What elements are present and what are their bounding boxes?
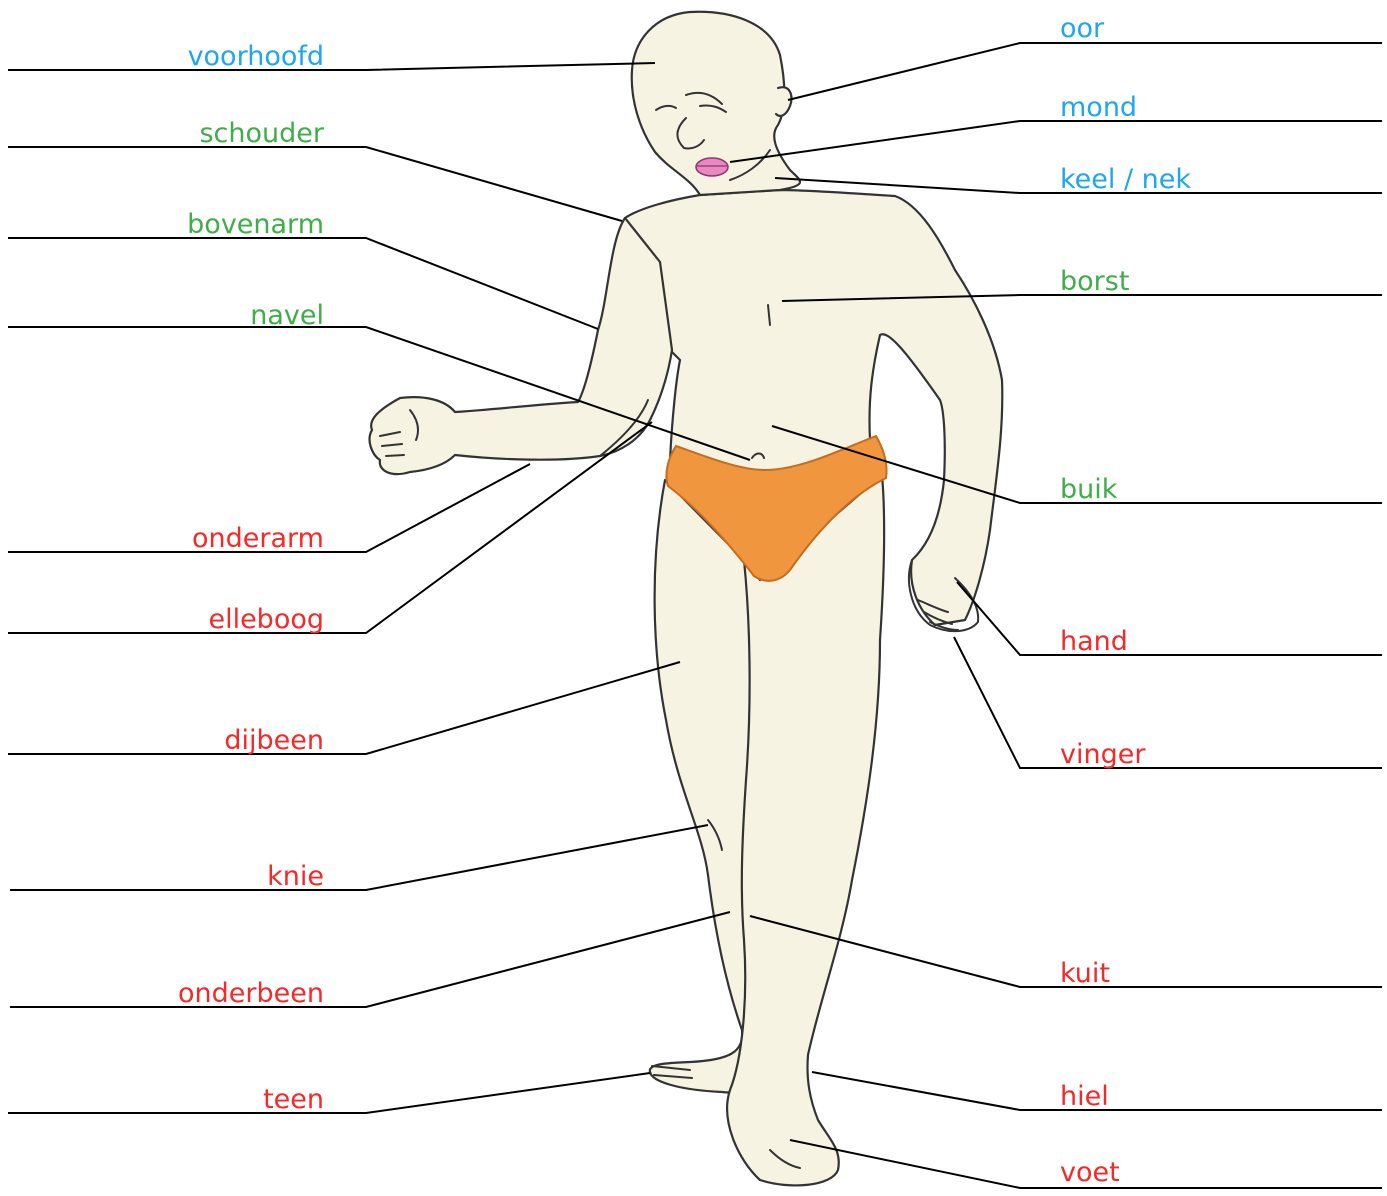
lips <box>696 158 728 176</box>
label-vinger: vinger <box>1060 740 1145 770</box>
label-borst: borst <box>1060 267 1129 297</box>
label-kuit: kuit <box>1060 959 1110 989</box>
label-hiel: hiel <box>1060 1082 1109 1112</box>
label-onderarm: onderarm <box>4 524 324 554</box>
human-figure <box>370 12 1003 1186</box>
label-bovenarm: bovenarm <box>4 210 324 240</box>
label-schouder: schouder <box>4 119 324 149</box>
label-buik: buik <box>1060 475 1117 505</box>
label-oor: oor <box>1060 14 1104 44</box>
right-leg <box>727 475 884 1185</box>
leader-vinger <box>954 637 1382 768</box>
label-teen: teen <box>4 1085 324 1115</box>
label-navel: navel <box>4 301 324 331</box>
left-leg <box>650 480 758 1093</box>
label-mond: mond <box>1060 93 1137 123</box>
label-onderbeen: onderbeen <box>4 979 324 1009</box>
label-voorhoofd: voorhoofd <box>4 42 324 72</box>
leader-hand <box>957 582 1382 655</box>
label-hand: hand <box>1060 627 1128 657</box>
label-elleboog: elleboog <box>4 605 324 635</box>
leader-mond <box>730 121 1382 162</box>
label-dijbeen: dijbeen <box>4 726 324 756</box>
ear-shape <box>776 87 792 116</box>
label-knie: knie <box>4 862 324 892</box>
label-keel-nek: keel / nek <box>1060 165 1191 195</box>
label-voet: voet <box>1060 1158 1120 1188</box>
